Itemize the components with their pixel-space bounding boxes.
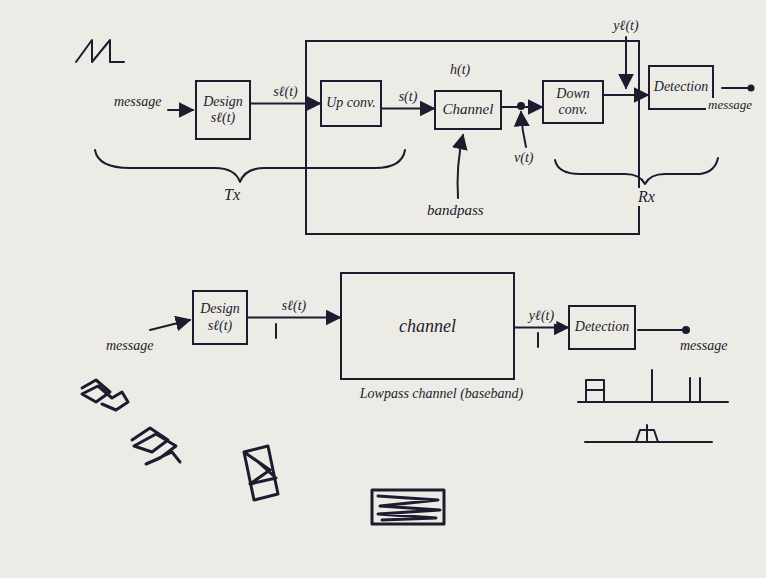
output-dot — [683, 327, 689, 333]
frequency-axis — [585, 441, 712, 443]
tick-mark — [275, 324, 277, 338]
tick-mark — [537, 333, 539, 347]
signal-name: message — [104, 338, 155, 354]
box-label: Down conv. — [548, 86, 598, 118]
tx-brace — [95, 150, 405, 182]
output-arrow — [638, 329, 684, 331]
detector-box: Detection — [568, 305, 636, 350]
signal-name: sℓ(t) — [271, 83, 300, 99]
bandpass-region: bandpass Up conv. Channel Down conv. — [305, 40, 640, 235]
spectrum-line — [699, 378, 701, 402]
signal-name: s(t) — [397, 88, 420, 104]
signal-arrow — [382, 108, 434, 110]
upconverter-box: Up conv. — [320, 80, 382, 127]
spectrum-line — [651, 370, 653, 402]
detector-box: Detection — [648, 65, 714, 110]
output-arrow — [722, 87, 750, 89]
design-box: Design sℓ(t) — [192, 290, 248, 345]
block-label: Tx — [222, 186, 242, 204]
box-label: Detection — [654, 79, 708, 95]
box-label: Design sℓ(t) — [201, 94, 245, 126]
channel-box: Channel — [434, 90, 502, 130]
box-label: Channel — [443, 101, 494, 118]
signal-name: message — [678, 338, 729, 354]
downconverter-box: Down conv. — [542, 80, 604, 124]
note: Lowpass channel (baseband) — [352, 386, 531, 402]
channel-box: channel — [340, 272, 515, 380]
spectrum-block — [586, 389, 604, 391]
corner-mark — [76, 40, 124, 62]
signal-pointer — [625, 37, 627, 88]
input-arrow — [168, 109, 193, 111]
signal-name: h(t) — [448, 62, 472, 78]
spectrum-line — [646, 425, 648, 442]
block-label: Rx — [636, 188, 657, 206]
noise-pointer — [521, 112, 526, 147]
box-label: Design sℓ(t) — [198, 301, 242, 333]
signal-arrow — [248, 317, 340, 319]
bandpass-pointer — [458, 135, 463, 198]
box-label: channel — [399, 316, 456, 337]
signal-name: message — [706, 98, 754, 113]
spectrum-block — [586, 380, 604, 402]
signal-arrow — [515, 327, 568, 329]
input-arrow — [150, 320, 190, 330]
signal-name: yℓ(t) — [527, 307, 556, 323]
signal-name: sℓ(t) — [280, 297, 309, 313]
rx-brace — [555, 158, 718, 184]
region-label: bandpass — [427, 202, 484, 219]
output-dot — [749, 86, 754, 91]
signal-name: message — [112, 94, 163, 110]
spectrum-line — [689, 378, 691, 402]
box-label: Detection — [575, 319, 629, 335]
box-label: Up conv. — [326, 95, 376, 111]
signal-arrow — [604, 94, 648, 96]
signal-name: v(t) — [512, 150, 535, 166]
signal-arrow — [251, 103, 320, 105]
design-box: Design sℓ(t) — [195, 80, 251, 140]
signal-name: yℓ(t) — [611, 18, 640, 34]
signal-arrow — [502, 106, 542, 108]
